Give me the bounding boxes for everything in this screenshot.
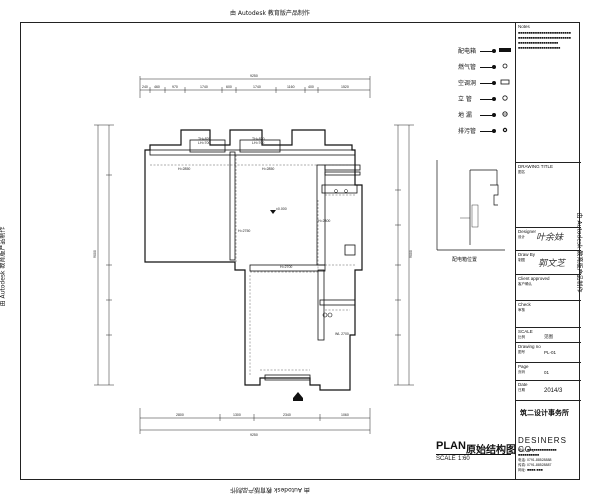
- notes-body: ■■■■■■■■■■■■■■■■■■■■■■■■■■■■■■■■■■■■■■■■…: [518, 31, 578, 51]
- room-wl-label: WL 2700: [335, 332, 349, 336]
- check-label: Check: [518, 302, 531, 307]
- draw-cn: 制图: [518, 258, 525, 262]
- date-cn: 日期: [518, 388, 525, 392]
- drawing-title-cn: 图名: [518, 170, 525, 174]
- date-label: Date: [518, 382, 528, 387]
- notes-line: ■■■■■■■■■■■■■■■■■■■: [518, 41, 559, 45]
- dim-top-segment: 1740: [200, 85, 208, 89]
- designer-signature: 叶余妹: [536, 233, 564, 243]
- draw-signature: 郭文芝: [538, 259, 566, 269]
- floor-drain-icon: [327, 312, 333, 318]
- dim-bottom-segment: 1060: [341, 413, 349, 417]
- dim-top-segment: 600: [226, 85, 232, 89]
- beam2-label: H=2700: [280, 265, 292, 269]
- legend-label: 地 漏: [458, 112, 472, 119]
- meter-caption: 配电箱位置: [452, 257, 478, 263]
- check-cn: 审核: [518, 308, 525, 312]
- legend-label: 配电箱: [458, 48, 477, 55]
- ceiling1-label: H=2850: [178, 167, 190, 171]
- level-mark: ±0.000: [276, 207, 287, 211]
- drawing-no-value: PL-01: [544, 350, 557, 355]
- meter-diagram: [436, 160, 505, 251]
- client-cn: 客户确认: [518, 282, 532, 286]
- company-fax: 传真: 0791-88528887: [518, 463, 552, 467]
- page-label: Page: [518, 364, 529, 369]
- ceiling2-label: H=2850: [262, 167, 274, 171]
- dim-bottom-segment: 2800: [176, 413, 184, 417]
- entrance-arrow-icon: [293, 392, 303, 398]
- draw-label: Draw By: [518, 252, 536, 257]
- legend-label: 空调洞: [458, 80, 477, 87]
- beam3-label: H=2800: [318, 219, 330, 223]
- title-block: Notes ■■■■■■■■■■■■■■■■■■■■■■■■■■■■■■■■■■…: [515, 22, 581, 480]
- scale-value: 见图: [544, 334, 553, 339]
- dim-top-segment: 240: [142, 85, 148, 89]
- dim-bottom-total: 9250: [250, 433, 258, 437]
- riser-icon: [344, 189, 348, 193]
- legend-label: 燃气管: [458, 64, 477, 71]
- watermark-top: 由 Autodesk 教育版产品制作: [230, 10, 310, 17]
- notes-line: ■■■■■■■■■■■■■■■■■■■■■■■■■: [518, 31, 571, 35]
- dim-bottom-segment: 1300: [233, 413, 241, 417]
- company-line1: 地址: ■■■■■■■■■■■■■■: [518, 448, 557, 452]
- title-cn: 原始结构图: [466, 445, 516, 456]
- dim-top-segments: 240 460 970 1740 600 1740 1160 400 1520: [142, 85, 349, 89]
- dim-top-segment: 1520: [341, 85, 349, 89]
- dim-top-segment: 1160: [287, 85, 295, 89]
- drawing-frame: [20, 22, 580, 480]
- company-tel: 电话: 0791-88528888: [518, 458, 552, 462]
- dim-left-total: 9000: [93, 250, 97, 258]
- notes-line: ■■■■■■■■■■■■■■■■■■■■: [518, 46, 561, 50]
- floor-drain-icon: [322, 312, 328, 318]
- dim-bottom-segments: 2800 1300 2340 1060: [176, 413, 349, 417]
- company-logo: 筑二设计事务所: [520, 409, 569, 417]
- beam1-label: H=2750: [238, 229, 250, 233]
- dimension-lines: [94, 76, 414, 434]
- page-cn: 页码: [518, 370, 525, 374]
- outer-walls: [144, 129, 363, 391]
- page-value: 01: [544, 370, 550, 375]
- drawing-title-label: DRAWING TITLE: [518, 164, 554, 169]
- date-value: 2014/3: [544, 388, 563, 394]
- company-line2: ■■■■■■■■■■: [518, 453, 540, 457]
- drawing-no-label: Drawing no: [518, 344, 541, 349]
- scale-cn: 比例: [518, 335, 525, 339]
- legend-label: 排污管: [458, 128, 477, 135]
- scale-label: SCALE: [518, 329, 533, 334]
- dim-top-segment: 970: [172, 85, 178, 89]
- notes-header: Notes: [518, 24, 530, 29]
- dim-right-total: 9000: [409, 250, 413, 258]
- riser-icon: [334, 189, 338, 193]
- notes-line: ■■■■■■■■■■■■■■■■■■■■■■■■■: [518, 36, 571, 40]
- legend-label: 立 管: [458, 96, 472, 103]
- designer-cn: 设计: [518, 235, 525, 239]
- drawing-no-cn: 图号: [518, 350, 525, 354]
- title-scale-label: SCALE: [436, 456, 456, 462]
- level-triangle-icon: [270, 210, 276, 214]
- designer-label: Designer: [518, 229, 537, 234]
- dim-top-segment: 460: [154, 85, 160, 89]
- company-web: 网址: ■■■■.■■■: [518, 468, 543, 472]
- dim-top-segment: 1740: [253, 85, 261, 89]
- client-label: Client approved: [518, 276, 550, 281]
- company-name: DESINERS CO.: [518, 436, 567, 454]
- inner-walls: [149, 139, 361, 381]
- title-plan: PLAN: [436, 440, 466, 452]
- dim-bottom-segment: 2340: [283, 413, 291, 417]
- title-scale-value: 1:60: [458, 456, 470, 462]
- dim-top-segment: 400: [308, 85, 314, 89]
- beam-dashed-lines: [150, 155, 355, 375]
- dim-top-total: 9250: [250, 74, 258, 78]
